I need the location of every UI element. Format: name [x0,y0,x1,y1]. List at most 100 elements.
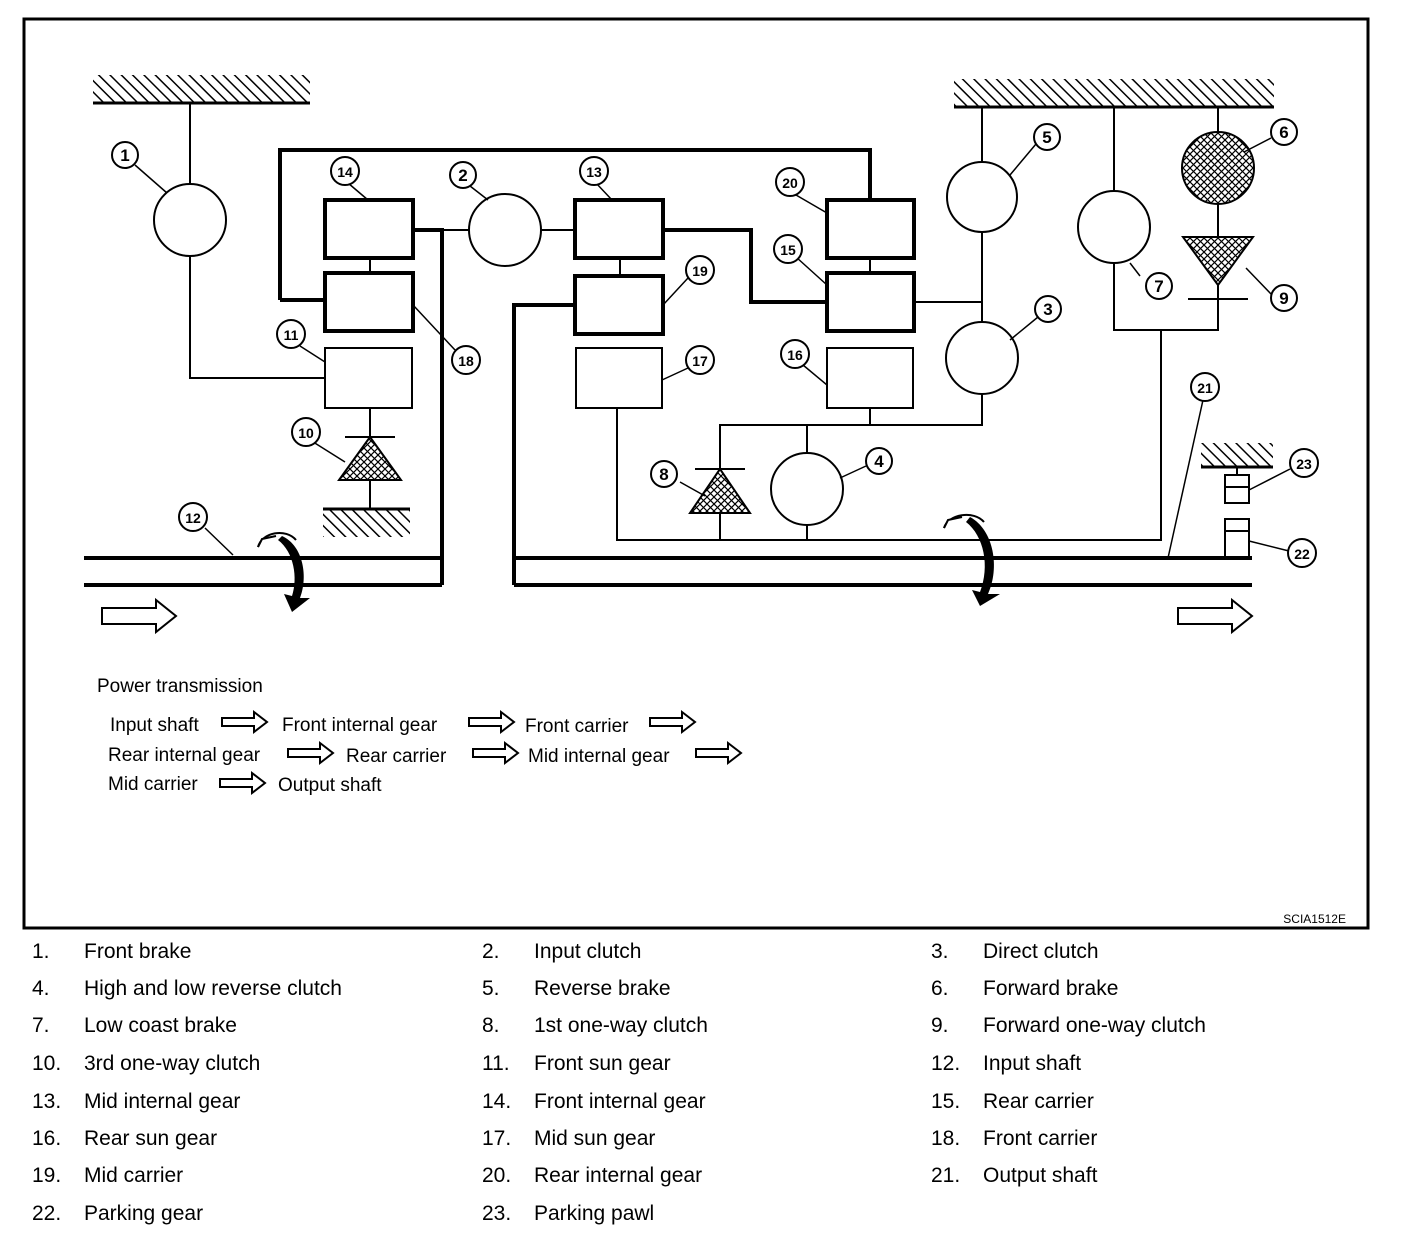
power-step-6: Mid internal gear [528,746,670,767]
legend-number: 19. [32,1164,62,1187]
callout-15: 15 [773,234,803,264]
legend-label: Input shaft [983,1052,1082,1075]
legend-label: Forward brake [983,977,1119,1000]
svg-text:14: 14 [337,164,353,180]
svg-text:2: 2 [458,166,467,185]
rear-carrier-box [825,271,916,333]
legend-label: Mid sun gear [534,1127,656,1150]
legend-label: Mid carrier [84,1164,184,1187]
callout-6: 6 [1270,118,1298,146]
svg-text:3: 3 [1043,300,1052,319]
thin-connections [189,103,1238,541]
low-coast-brake-circle [1077,190,1151,264]
front-internal-gear-box [323,198,415,260]
callout-14: 14 [330,156,360,186]
callout-17: 17 [685,345,715,375]
svg-text:6: 6 [1279,123,1288,142]
callout-7: 7 [1145,272,1173,300]
rear-sun-gear-box [826,347,914,409]
svg-text:23: 23 [1296,456,1312,472]
rotation-arrow-input [257,531,310,612]
direct-clutch-circle [945,321,1019,395]
high-low-reverse-clutch-circle [770,452,844,526]
parking-pawl-symbol [1224,474,1250,504]
power-transmission: Power transmission Input shaft Front int… [97,676,670,796]
svg-text:7: 7 [1154,277,1163,296]
power-flow-arrows [219,709,743,796]
power-step-4: Rear internal gear [108,745,261,766]
legend-number: 21. [931,1164,961,1187]
svg-text:12: 12 [185,510,201,526]
svg-text:18: 18 [458,353,474,369]
callout-2: 2 [449,161,477,189]
legend-label: Forward one-way clutch [983,1014,1206,1037]
ground-hatch-parking [1201,443,1273,467]
legend-label: Direct clutch [983,940,1099,963]
svg-text:21: 21 [1197,380,1213,396]
callout-8: 8 [650,460,678,488]
legend-number: 3. [931,940,949,963]
legend-number: 4. [32,977,50,1000]
svg-text:8: 8 [659,465,668,484]
svg-text:20: 20 [782,175,798,191]
svg-text:10: 10 [298,425,314,441]
front-sun-gear-box [324,347,413,409]
callout-leaders [134,137,1291,559]
power-step-2: Front internal gear [282,715,438,736]
callout-19: 19 [685,255,715,285]
power-step-5: Rear carrier [346,746,447,767]
legend-number: 14. [482,1090,512,1113]
legend-label: Rear internal gear [534,1164,703,1187]
rear-internal-gear-box [825,198,916,260]
svg-text:9: 9 [1279,289,1288,308]
callout-23: 23 [1289,448,1319,478]
legend-number: 18. [931,1127,961,1150]
legend-label: Front carrier [983,1127,1098,1150]
callout-3: 3 [1034,295,1062,323]
front-brake-circle [153,183,227,257]
forward-one-way-clutch-symbol [1181,236,1255,287]
legend-label: 3rd one-way clutch [84,1052,261,1075]
input-clutch-circle [468,193,542,267]
callout-20: 20 [775,167,805,197]
legend-number: 1. [32,940,50,963]
mid-sun-gear-box [575,347,663,409]
power-step-3: Front carrier [525,716,629,737]
svg-text:22: 22 [1294,546,1310,562]
legend-number: 12. [931,1052,961,1075]
callout-9: 9 [1270,284,1298,312]
svg-text:16: 16 [787,347,803,363]
legend-label: Reverse brake [534,977,671,1000]
svg-text:4: 4 [874,452,884,471]
callout-18: 18 [451,345,481,375]
callout-11: 11 [276,319,306,349]
power-step-7: Mid carrier [108,774,198,795]
ground-hatch-right [954,79,1274,107]
svg-text:15: 15 [780,242,796,258]
svg-text:11: 11 [284,327,299,343]
power-step-1: Input shaft [110,715,199,736]
svg-text:19: 19 [692,263,708,279]
svg-text:1: 1 [120,146,129,165]
callouts: 1 2 3 4 5 6 7 8 9 10 11 12 13 14 15 16 1… [111,118,1319,568]
legend-number: 15. [931,1090,961,1113]
ground-hatch-left [93,75,310,103]
output-direction-arrow [1177,597,1254,635]
forward-brake-circle [1181,131,1255,205]
front-carrier-box [323,271,415,333]
legend-label: Rear sun gear [84,1127,218,1150]
svg-text:17: 17 [692,353,708,369]
svg-text:13: 13 [586,164,602,180]
legend-number: 10. [32,1052,62,1075]
mid-internal-gear-box [573,198,665,260]
legend-label: Input clutch [534,940,642,963]
legend-number: 8. [482,1014,500,1037]
callout-10: 10 [291,417,321,447]
legend-number: 17. [482,1127,512,1150]
rotation-arrow-output [943,513,1000,606]
figure-code: SCIA1512E [1283,912,1346,926]
legend-label: High and low reverse clutch [84,977,342,1000]
legend-label: Front internal gear [534,1090,706,1113]
legend-label: Parking gear [84,1202,204,1225]
